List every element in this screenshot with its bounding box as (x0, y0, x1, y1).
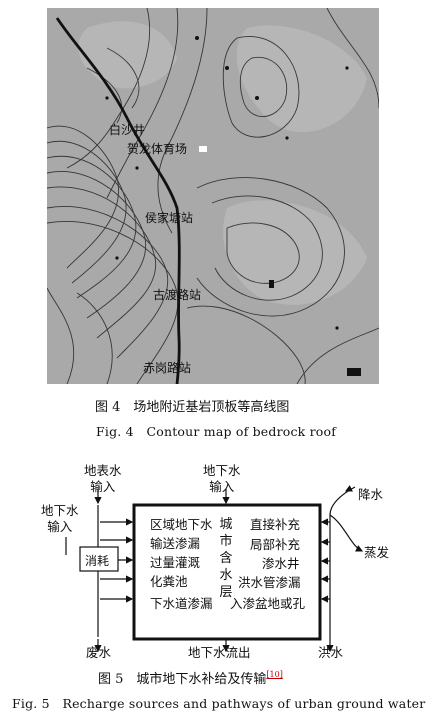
right-item-local-recharge: 局部补充 (250, 537, 301, 552)
figure4-caption-cn: 图 4 场地附近基岩顶板等高线图 (95, 400, 290, 415)
map-label-chiganglu-station: 赤岗路站 (143, 360, 191, 375)
map-label-gudulu-station: 古渡路站 (153, 287, 201, 302)
left-item-over-irrigation: 过量灌溉 (150, 555, 201, 570)
center-urban-aquifer: 城 市 含 水 层 (219, 517, 233, 600)
left-item-sewer-leakage: 下水道渗漏 (150, 596, 213, 611)
left-item-regional-groundwater: 区域地下水 (150, 517, 213, 532)
map-label-baishajing: 白沙井 (109, 122, 145, 137)
label-consume: 消耗 (85, 554, 110, 568)
left-item-conveyance-leakage: 输送渗漏 (150, 536, 201, 551)
label-surface-water-input: 地表水 输入 (84, 463, 122, 494)
recharge-diagram (65, 485, 364, 653)
figure5-caption-text: 图 5 城市地下水补给及传输 (98, 672, 267, 687)
label-evaporation: 蒸发 (364, 545, 390, 560)
figure5-caption-cn: 图 5 城市地下水补给及传输[10] (98, 668, 283, 687)
label-flood-water: 洪水 (318, 645, 344, 660)
label-groundwater-input-top: 地下水 输入 (203, 463, 241, 494)
right-item-direct-recharge: 直接补充 (250, 517, 301, 532)
figure4-caption-en: Fig. 4 Contour map of bedrock roof (96, 424, 337, 439)
figure5-citation[interactable]: [10] (266, 670, 283, 679)
right-item-seepage-well: 渗水井 (262, 556, 300, 571)
map-label-houjiatang-station: 侯家塘站 (145, 210, 193, 225)
left-item-septic-tank: 化粪池 (150, 574, 188, 589)
right-item-flood-pipe-leakage: 洪水管渗漏 (238, 575, 301, 590)
label-groundwater-outflow: 地下水流出 (188, 645, 251, 660)
label-precipitation: 降水 (358, 487, 384, 502)
map-label-helong-stadium: 贺龙体育场 (127, 141, 187, 156)
figure5-caption-en: Fig. 5 Recharge sources and pathways of … (12, 696, 426, 711)
bedrock-contour-map: 白沙井 贺龙体育场 侯家塘站 古渡路站 赤岗路站 (47, 8, 379, 384)
label-wastewater: 废水 (86, 645, 112, 660)
label-groundwater-input-left: 地下水 输入 (41, 503, 79, 534)
right-item-infiltration-basin: 入渗盆地或孔 (230, 596, 306, 611)
